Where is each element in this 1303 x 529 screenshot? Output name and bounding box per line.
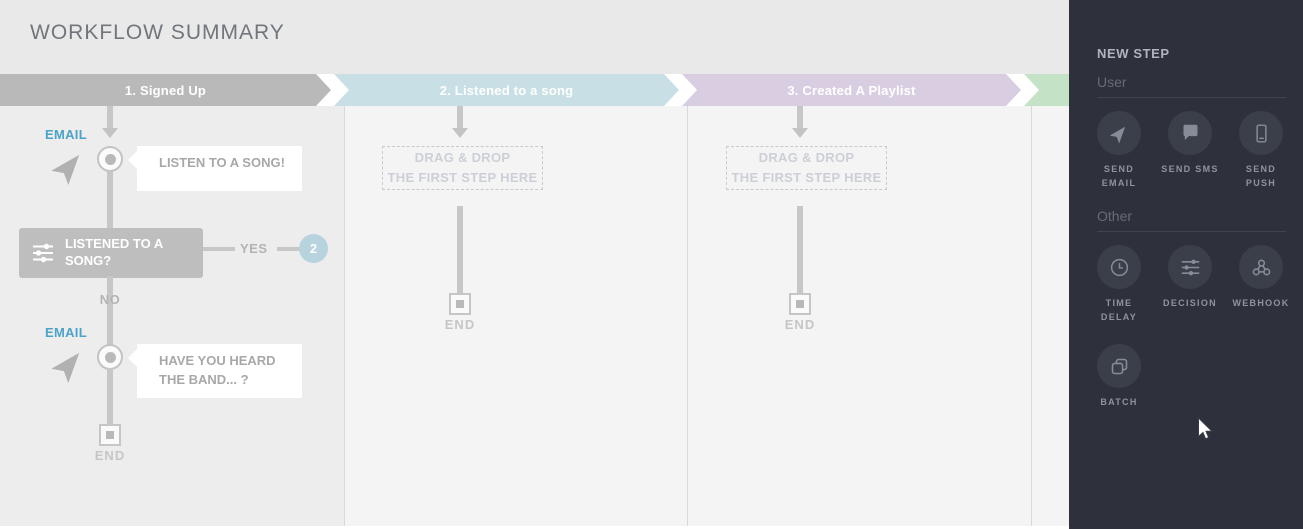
send-sms-icon: [1168, 111, 1212, 155]
drop-zone-text: THE FIRST STEP HERE: [387, 170, 538, 185]
step-label: SEND SMS: [1161, 164, 1219, 174]
step-label: DECISION: [1163, 298, 1217, 308]
send-email-step-button[interactable]: SEND EMAIL: [1087, 111, 1151, 190]
drop-zone-text: THE FIRST STEP HERE: [731, 170, 882, 185]
other-steps-grid: TIME DELAY DECISION: [1087, 245, 1300, 430]
no-branch-label: NO: [99, 292, 121, 307]
step-label: TIME DELAY: [1100, 298, 1138, 322]
email-step-node[interactable]: [97, 146, 123, 172]
decision-label: LISTENED TO A SONG?: [65, 236, 163, 268]
email-channel-label: EMAIL: [45, 325, 87, 340]
workflow-canvas: WORKFLOW SUMMARY 1. Signed Up 2. Listene…: [0, 0, 1069, 529]
send-email-icon: [51, 352, 80, 384]
connector-line: [797, 206, 803, 294]
user-steps-grid: SEND EMAIL SEND SMS SEND PUSH: [1087, 111, 1300, 210]
batch-icon: [1097, 344, 1141, 388]
yes-branch-label: YES: [240, 241, 268, 256]
down-arrow-icon: [452, 128, 468, 138]
time-delay-step-button[interactable]: TIME DELAY: [1087, 245, 1151, 324]
connector-line: [107, 106, 113, 128]
new-step-title: NEW STEP: [1097, 46, 1170, 61]
column-header-row: 1. Signed Up 2. Listened to a song 3. Cr…: [0, 74, 1069, 106]
column-separator: [687, 106, 688, 526]
connector-line: [107, 276, 113, 362]
section-label-user: User: [1097, 74, 1127, 90]
column-header-listened[interactable]: 2. Listened to a song: [334, 74, 679, 106]
connector-line: [457, 206, 463, 294]
end-marker: [99, 424, 121, 446]
step-label: WEBHOOK: [1232, 298, 1290, 308]
yes-branch-line: [203, 247, 235, 251]
column-header-signed-up[interactable]: 1. Signed Up: [0, 74, 331, 106]
column-header-playlist[interactable]: 3. Created A Playlist: [682, 74, 1021, 106]
column-separator: [344, 106, 345, 526]
end-label: END: [94, 448, 126, 463]
send-email-icon: [51, 154, 80, 186]
section-divider: [1097, 97, 1286, 98]
drop-zone-text: DRAG & DROP: [414, 150, 511, 165]
section-label-other: Other: [1097, 208, 1133, 224]
end-label: END: [444, 317, 476, 332]
decision-step[interactable]: LISTENED TO A SONG?: [19, 228, 203, 278]
page-title: WORKFLOW SUMMARY: [30, 21, 285, 44]
end-marker: [789, 293, 811, 315]
decision-icon: [33, 243, 53, 263]
webhook-icon: [1239, 245, 1283, 289]
decision-icon: [1168, 245, 1212, 289]
column-header-label: 3. Created A Playlist: [787, 82, 916, 98]
email-channel-label: EMAIL: [45, 127, 87, 142]
step-label: BATCH: [1100, 397, 1138, 407]
webhook-step-button[interactable]: WEBHOOK: [1229, 245, 1293, 324]
drop-zone[interactable]: DRAG & DROP THE FIRST STEP HERE: [726, 146, 887, 190]
end-label: END: [784, 317, 816, 332]
section-divider: [1097, 231, 1286, 232]
send-sms-step-button[interactable]: SEND SMS: [1158, 111, 1222, 190]
down-arrow-icon: [792, 128, 808, 138]
step-label: SEND EMAIL: [1101, 164, 1137, 188]
mouse-cursor: [1198, 417, 1213, 440]
email-step-bubble[interactable]: LISTEN TO A SONG!: [128, 146, 302, 191]
time-delay-icon: [1097, 245, 1141, 289]
new-step-panel: NEW STEP User SEND EMAIL SEND SMS: [1069, 0, 1303, 529]
email-step-bubble[interactable]: HAVE YOU HEARD THE BAND... ?: [128, 344, 302, 398]
yes-target-badge[interactable]: 2: [299, 234, 328, 263]
drop-zone-text: DRAG & DROP: [758, 150, 855, 165]
send-email-icon: [1097, 111, 1141, 155]
send-push-step-button[interactable]: SEND PUSH: [1229, 111, 1293, 190]
down-arrow-icon: [102, 128, 118, 138]
connector-line: [457, 106, 463, 128]
column-header-label: 1. Signed Up: [124, 82, 207, 98]
column-separator: [1031, 106, 1032, 526]
end-marker: [449, 293, 471, 315]
connector-line: [107, 170, 113, 230]
send-push-icon: [1239, 111, 1283, 155]
top-bar: WORKFLOW SUMMARY: [0, 0, 1069, 74]
bubble-text: LISTEN TO A SONG!: [159, 155, 285, 170]
email-step-node[interactable]: [97, 344, 123, 370]
step-label: SEND PUSH: [1245, 164, 1277, 188]
yes-branch-line: [277, 247, 300, 251]
batch-step-button[interactable]: BATCH: [1087, 344, 1151, 410]
column-header-label: 2. Listened to a song: [439, 82, 574, 98]
connector-line: [107, 368, 113, 426]
bubble-text: HAVE YOU HEARD THE BAND... ?: [159, 353, 276, 387]
drop-zone[interactable]: DRAG & DROP THE FIRST STEP HERE: [382, 146, 543, 190]
connector-line: [797, 106, 803, 128]
column-header-next[interactable]: [1024, 74, 1069, 106]
decision-step-button[interactable]: DECISION: [1158, 245, 1222, 324]
